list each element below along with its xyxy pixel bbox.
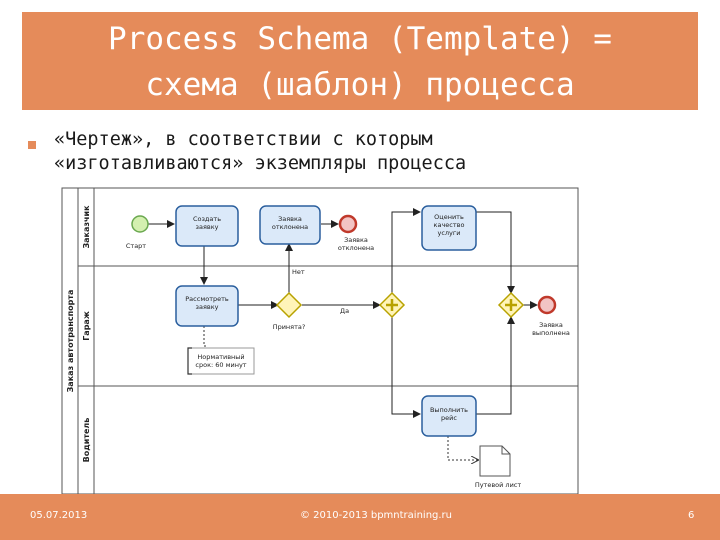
footer-copyright: © 2010-2013 bpmntraining.ru bbox=[300, 510, 453, 521]
association-annotation bbox=[203, 326, 206, 347]
start-event bbox=[131, 215, 149, 233]
flow-split-to-trip bbox=[391, 317, 421, 418]
end-event-rejected bbox=[338, 214, 358, 234]
lane-label-customer: Заказчик bbox=[82, 205, 91, 249]
document-icon bbox=[479, 445, 511, 477]
bpmn-diagram: Заказ автотранспорта Заказчик Гараж Води… bbox=[61, 187, 579, 494]
lane-label-garage: Гараж bbox=[82, 311, 91, 341]
bullet-marker bbox=[28, 141, 36, 149]
slide-title: Process Schema (Template) = схема (шабло… bbox=[108, 21, 612, 103]
footer-date: 05.07.2013 bbox=[30, 510, 88, 521]
parallel-gateway-join bbox=[497, 291, 525, 319]
pool-label: Заказ автотранспорта bbox=[66, 290, 75, 393]
flow-evaluate-to-join bbox=[476, 211, 515, 294]
gateway-accepted bbox=[275, 291, 303, 319]
flow-no-label: Нет bbox=[292, 268, 305, 276]
start-event-label: Старт bbox=[126, 242, 146, 250]
footer-bar: 05.07.2013 © 2010-2013 bpmntraining.ru 6 bbox=[0, 494, 720, 540]
gateway-label: Принята? bbox=[273, 323, 306, 331]
footer-page-number: 6 bbox=[688, 510, 695, 521]
association-document bbox=[447, 436, 478, 460]
title-band bbox=[22, 12, 698, 110]
flow-yes-label: Да bbox=[340, 307, 349, 315]
flow-trip-to-join bbox=[476, 316, 515, 415]
document-label: Путевой лист bbox=[475, 481, 522, 489]
parallel-gateway-split bbox=[378, 291, 406, 319]
flow-split-to-evaluate bbox=[391, 208, 421, 293]
end-event-completed bbox=[537, 295, 557, 315]
lane-label-driver: Водитель bbox=[82, 418, 91, 463]
bullet-text: «Чертеж», в соответствии с которым «изго… bbox=[54, 129, 467, 174]
